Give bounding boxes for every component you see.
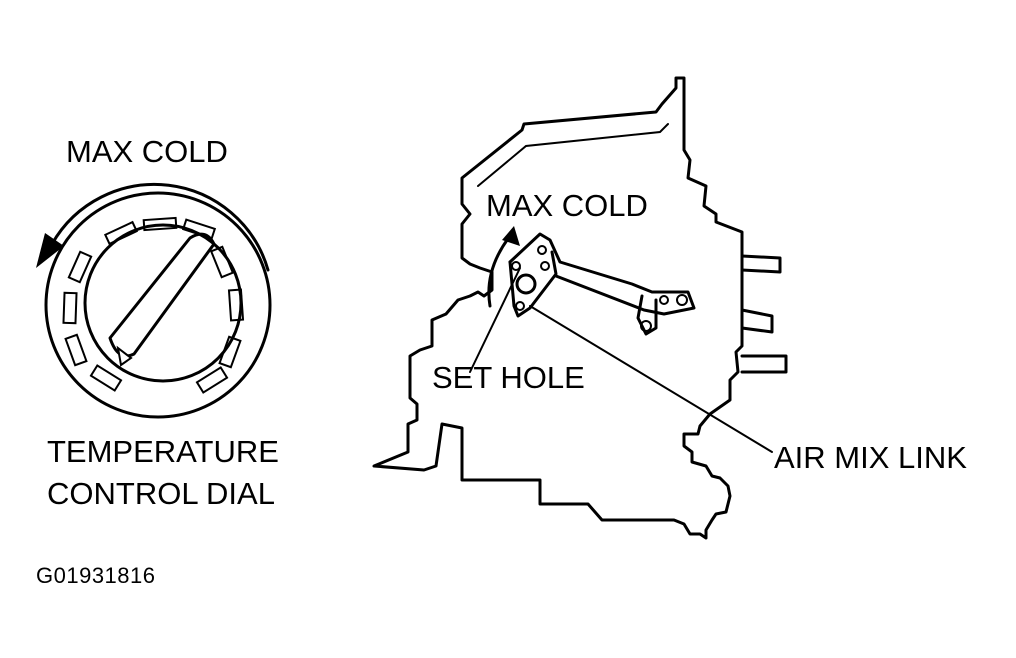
temperature-control-dial: [36, 182, 272, 419]
air-mix-link-leader-line: [529, 305, 773, 453]
dial-max-cold-label: MAX COLD: [66, 134, 228, 169]
dial-outer-ring: [44, 191, 272, 419]
air-mix-link-mechanism: [469, 226, 773, 453]
rotation-arrowhead: [36, 233, 64, 268]
set-hole-label: SET HOLE: [432, 360, 585, 395]
dial-caption-line1: TEMPERATURE: [47, 434, 279, 469]
rotation-arrow-arc: [50, 182, 270, 272]
figure-id: G01931816: [36, 563, 156, 588]
dial-caption-line2: CONTROL DIAL: [47, 476, 275, 511]
pipe-middle: [740, 308, 774, 334]
air-mix-link-label: AIR MIX LINK: [774, 440, 967, 475]
unit-max-cold-label: MAX COLD: [486, 188, 648, 223]
dial-grip-bar: [108, 232, 216, 358]
set-hole-icon: [515, 273, 537, 295]
set-hole-leader-line: [469, 267, 521, 373]
dial-detent-marks: [62, 216, 245, 394]
pipe-upper: [740, 254, 782, 274]
link-arrow-arc: [487, 234, 512, 308]
link-arrowhead: [502, 226, 520, 246]
dial-pointer-icon: [116, 345, 133, 367]
heater-unit-housing: [372, 76, 788, 540]
pipe-lower: [740, 354, 788, 374]
